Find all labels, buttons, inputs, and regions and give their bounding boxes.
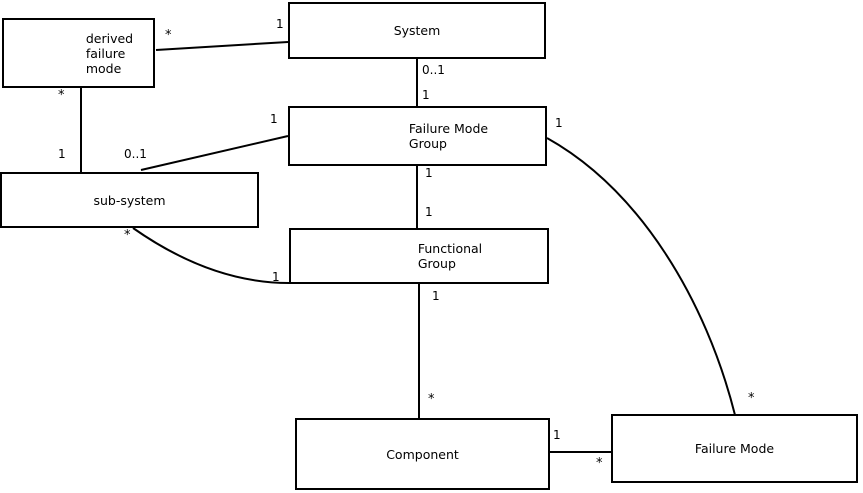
multiplicity-mult-fmg-subsystem-one: 1 [270,112,278,126]
association-failure-mode-group-failure-mode[interactable] [546,137,736,416]
multiplicity-mult-dfm-subsystem-star: * [58,88,65,103]
class-box-failure-mode-group[interactable]: Failure Mode Group [288,106,547,166]
multiplicity-mult-fg-subsystem-one: 1 [272,270,280,284]
class-box-failure-mode[interactable]: Failure Mode [611,414,858,483]
multiplicity-mult-fmg-fm-one: 1 [555,116,563,130]
multiplicity-mult-dfm-system-star: * [165,28,172,43]
multiplicity-mult-fm-component-star: * [596,456,603,471]
multiplicity-mult-subsystem-dfm-one: 1 [58,147,66,161]
multiplicity-mult-fg-fmg-one: 1 [425,205,433,219]
multiplicity-mult-subsystem-fg-star: * [124,228,131,243]
association-sub-system-failure-mode-group[interactable] [140,135,289,171]
class-label-system: System [393,23,441,38]
multiplicity-mult-fg-component-one: 1 [432,289,440,303]
class-box-system[interactable]: System [288,2,546,59]
class-label-functional-group: Functional Group [417,241,483,271]
class-box-functional-group[interactable]: Functional Group [289,228,549,284]
class-label-failure-mode-group: Failure Mode Group [408,121,489,151]
association-sub-system-functional-group[interactable] [132,227,290,284]
class-box-derived-failure-mode[interactable]: derived failure mode [2,18,155,88]
multiplicity-mult-subsystem-fmg-zero-one: 0..1 [124,147,147,161]
multiplicity-mult-component-fg-star: * [428,392,435,407]
multiplicity-mult-fm-fmg-star: * [748,391,755,406]
class-label-failure-mode: Failure Mode [694,441,775,456]
multiplicity-mult-system-dfm-one: 1 [276,17,284,31]
class-label-component: Component [386,446,459,462]
association-derived-failure-mode-system[interactable] [155,41,289,51]
class-label-sub-system: sub-system [93,192,166,208]
class-box-component[interactable]: Component [295,418,550,490]
multiplicity-mult-component-fm-one: 1 [553,428,561,442]
multiplicity-mult-system-fmg-zero-one: 0..1 [422,63,445,77]
multiplicity-mult-fmg-fg-one: 1 [425,166,433,180]
multiplicity-mult-fmg-system-one: 1 [422,88,430,102]
class-box-sub-system[interactable]: sub-system [0,172,259,228]
class-label-derived-failure-mode: derived failure mode [85,30,134,76]
